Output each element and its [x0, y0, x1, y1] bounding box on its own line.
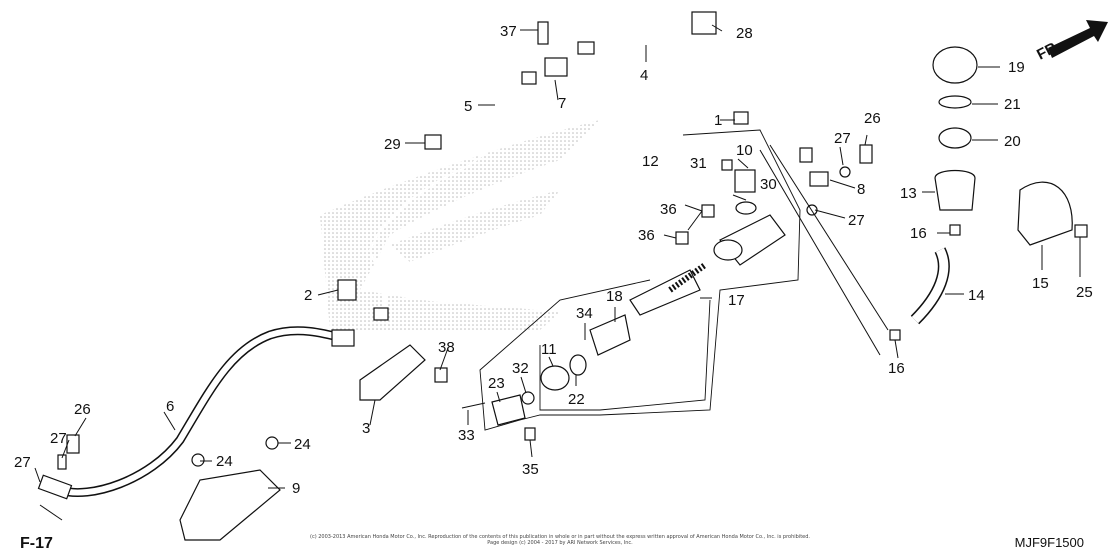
callout[interactable]: 8 [857, 181, 865, 198]
callout[interactable]: 34 [576, 305, 593, 322]
hose-6 [37, 326, 355, 500]
callout[interactable]: 16 [888, 360, 905, 377]
callout[interactable]: 25 [1076, 284, 1093, 301]
callout[interactable]: 24 [216, 453, 233, 470]
callout[interactable]: 20 [1004, 133, 1021, 150]
callout[interactable]: 38 [438, 339, 455, 356]
callout[interactable]: 6 [166, 398, 174, 415]
master-cylinder [461, 169, 786, 441]
callout[interactable]: 29 [384, 136, 401, 153]
callout[interactable]: 23 [488, 375, 505, 392]
diagram-code: MJF9F1500 [1014, 535, 1084, 550]
callout[interactable]: 33 [458, 427, 475, 444]
callout[interactable]: 10 [736, 142, 753, 159]
callout[interactable]: 37 [500, 23, 517, 40]
callout[interactable]: 17 [728, 292, 745, 309]
callout[interactable]: 24 [294, 436, 311, 453]
callout[interactable]: 26 [74, 401, 91, 418]
callout[interactable]: 5 [464, 98, 472, 115]
callout[interactable]: 16 [910, 225, 927, 242]
small-parts [57, 11, 1088, 470]
callout[interactable]: 2 [304, 287, 312, 304]
leader-lines [34, 24, 1081, 521]
watermark-logo [320, 120, 600, 330]
callout[interactable]: 21 [1004, 96, 1021, 113]
callout[interactable]: 27 [50, 430, 67, 447]
page-design-note: Page design (c) 2004 - 2017 by ARI Netwo… [487, 540, 633, 546]
callout[interactable]: 26 [864, 110, 881, 127]
callout[interactable]: 3 [362, 420, 370, 437]
direction-arrow [1048, 20, 1108, 58]
callout[interactable]: 28 [736, 25, 753, 42]
bracket-3 [359, 344, 448, 401]
callout[interactable]: 30 [760, 176, 777, 193]
callout[interactable]: 22 [568, 391, 585, 408]
copyright-notice: (c) 2003-2013 American Honda Motor Co., … [310, 534, 810, 540]
pipe-4 [577, 38, 813, 163]
callout[interactable]: 27 [14, 454, 31, 471]
reference-label[interactable]: F-17 [20, 535, 53, 552]
callout[interactable]: 11 [541, 341, 557, 358]
callout[interactable]: 9 [292, 480, 300, 497]
callout[interactable]: 7 [558, 95, 566, 112]
callout[interactable]: 32 [512, 360, 529, 377]
callout[interactable]: 31 [690, 155, 707, 172]
callout[interactable]: 4 [640, 67, 648, 84]
callout[interactable]: 13 [900, 185, 917, 202]
callout[interactable]: 35 [522, 461, 539, 478]
callouts: 1 2 3 4 5 6 7 8 9 10 11 12 13 14 15 16 1… [14, 23, 1093, 497]
callout[interactable]: 36 [638, 227, 655, 244]
callout[interactable]: 36 [660, 201, 677, 218]
direction-label: FR. [1034, 37, 1063, 63]
callout[interactable]: 27 [848, 212, 865, 229]
callout[interactable]: 19 [1008, 59, 1025, 76]
callout[interactable]: 18 [606, 288, 623, 305]
pipe-5 [368, 71, 537, 321]
reservoir [910, 46, 1073, 325]
callout[interactable]: 27 [834, 130, 851, 147]
bracket-9 [179, 436, 281, 541]
callout[interactable]: 1 [714, 112, 722, 129]
callout[interactable]: 14 [968, 287, 985, 304]
assembly-outline [479, 129, 801, 431]
callout[interactable]: 15 [1032, 275, 1049, 292]
callout[interactable]: 12 [642, 153, 659, 170]
